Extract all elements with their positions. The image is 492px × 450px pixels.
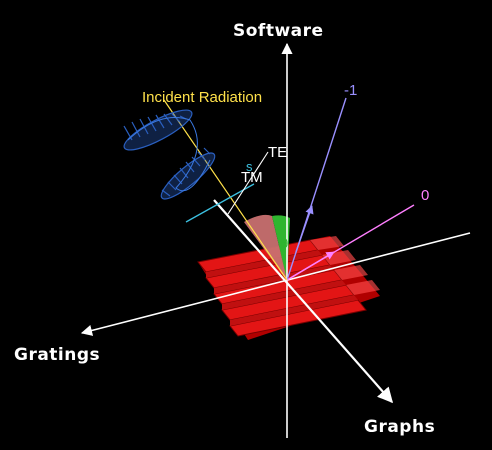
diffraction-angle-sector [272, 215, 290, 280]
incident-wave [123, 109, 216, 200]
graphs-axis-label: Graphs [364, 417, 435, 437]
gratings-axis-label: Gratings [14, 345, 100, 365]
order-minus-one-arrow [295, 205, 314, 253]
tm-label: TM [241, 169, 263, 186]
gratings-axis [80, 232, 471, 336]
te-polarization-line [227, 151, 269, 215]
order-minus-one-label: -1 [344, 82, 357, 99]
grating-surface [197, 236, 380, 340]
incident-beam [163, 99, 288, 281]
order-zero-arrow [291, 251, 335, 278]
graphs-axis [213, 199, 394, 404]
order-zero-label: 0 [421, 187, 429, 204]
incident-radiation-label: Incident Radiation [142, 89, 262, 106]
te-label: TE [268, 144, 287, 161]
theta-label: θ [281, 236, 288, 251]
software-axis-label: Software [233, 21, 324, 41]
s-label: s [246, 159, 253, 174]
